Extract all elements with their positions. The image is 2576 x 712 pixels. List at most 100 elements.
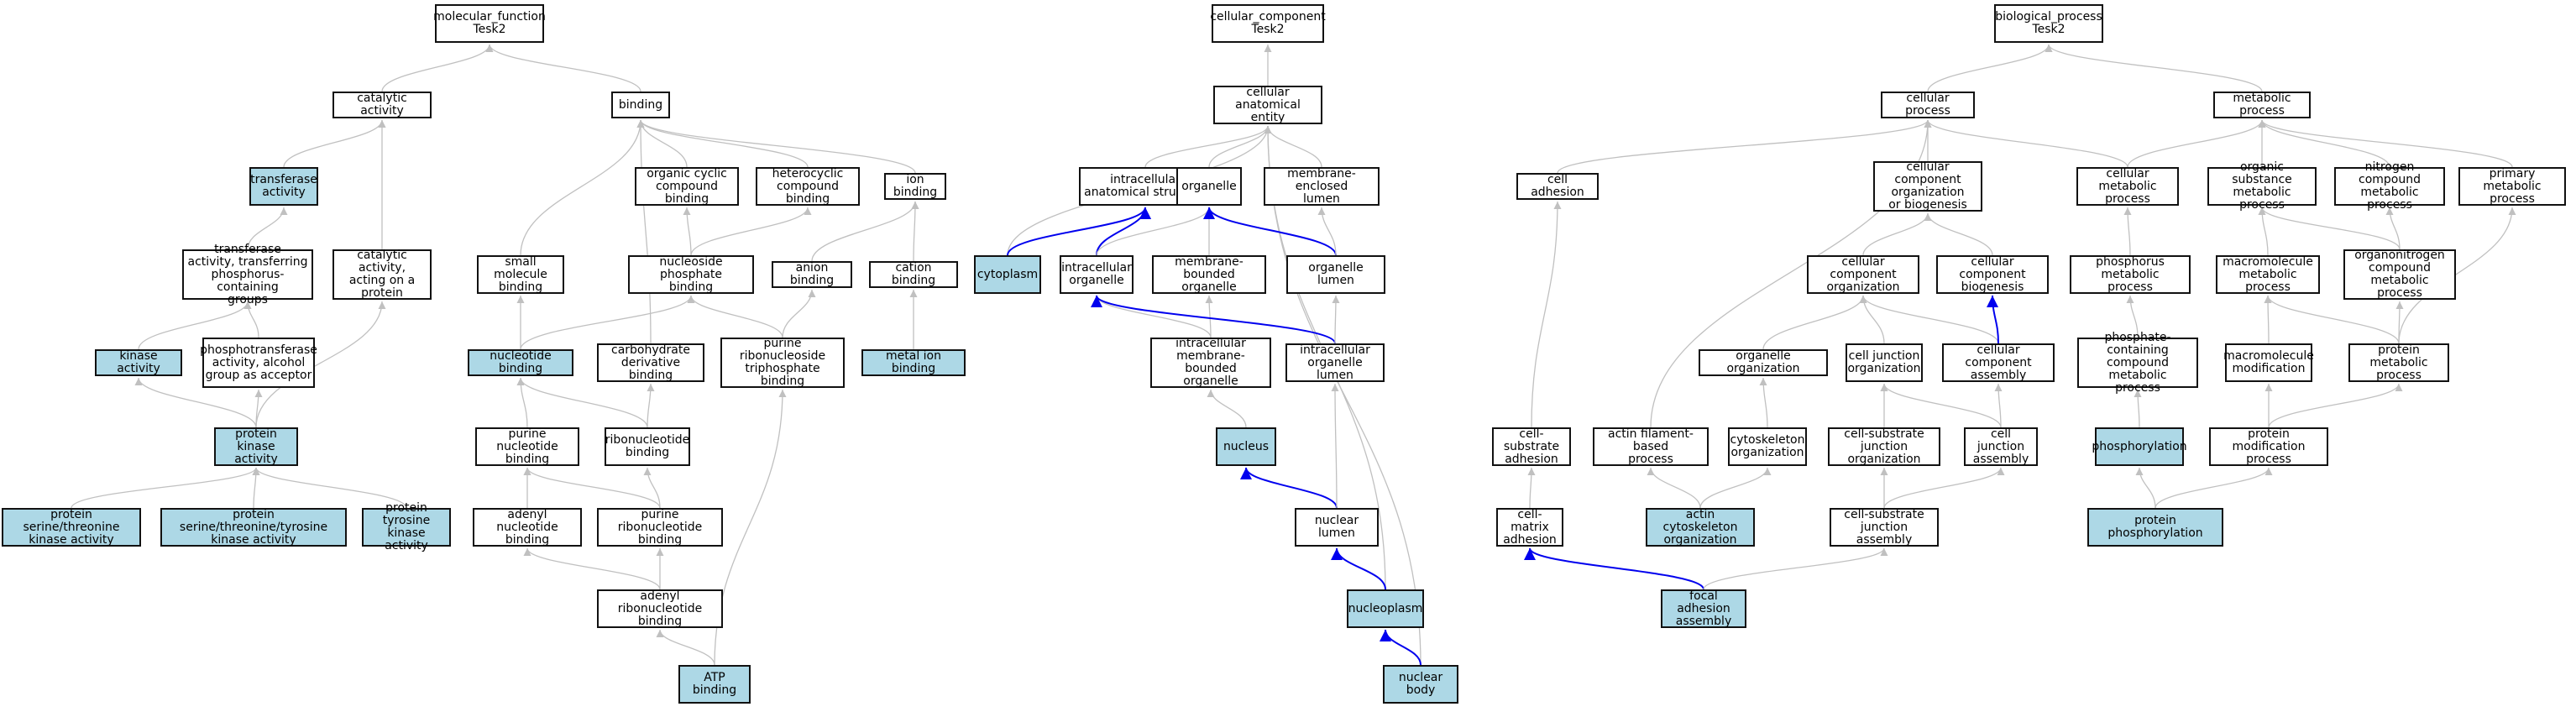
edge-protein_mod-to-protein_met: [2268, 383, 2403, 428]
go-term-node-phosphorylation: phosphorylation: [2092, 427, 2187, 466]
go-term-node-actin-cyto-org: actin cytoskeleton organization: [1646, 508, 1755, 547]
go-term-node-pst-kinase: protein serine/threonine kinase activity: [2, 508, 141, 547]
edge-pstt_kinase-to-protein_kinase: [252, 467, 260, 509]
edge-cell_matrix_adh-to-cell_substrate_adh: [1527, 467, 1536, 509]
go-term-node-cellular-process: cellular process: [1881, 92, 1975, 118]
go-term-node-ccob: cellular component organization or bioge…: [1873, 161, 1982, 212]
edge-macromolecule_mod-to-macromolecule_met: [2264, 295, 2272, 344]
go-term-node-transferase: transferase activity: [249, 167, 318, 206]
edge-phosphate_cont-to-phosphorus_met: [2126, 295, 2139, 338]
edge-cja-to-cell_junction_org: [1880, 383, 2002, 428]
edge-nuclear_body-to-nucleoplasm: [1380, 629, 1422, 666]
edge-macromolecule_met-to-organic_subst: [2258, 207, 2269, 256]
edge-focal_adhesion-to-cell_matrix_adh: [1524, 547, 1704, 590]
edge-intra_org-to-organelle: [1096, 207, 1213, 256]
go-term-node-carbohydrate: carbohydrate derivative binding: [597, 343, 704, 382]
go-term-node-cytoplasm: cytoplasm: [974, 255, 1041, 294]
go-term-node-catalytic: catalytic activity: [332, 92, 432, 118]
go-term-node-small-mol: small molecule binding: [477, 255, 564, 294]
edge-small_mol-to-binding: [520, 119, 645, 256]
go-term-node-nucleoplasm: nucleoplasm: [1347, 589, 1424, 628]
edge-protein_kinase-to-catalytic_protein: [255, 301, 386, 428]
edge-cell_adhesion-to-cellular_process: [1557, 119, 1932, 174]
go-term-node-kinase: kinase activity: [95, 349, 182, 376]
edge-protein_phos-to-protein_mod: [2155, 467, 2273, 509]
edge-cell_substrate_adh-to-cell_adhesion: [1531, 201, 1562, 428]
go-term-node-nucleotide: nucleotide binding: [468, 349, 573, 376]
go-term-node-macromolecule-mod: macromolecule modification: [2223, 343, 2314, 382]
edge-focal_adhesion-to-csja: [1703, 547, 1888, 590]
go-term-node-organelle: organelle: [1176, 167, 1242, 206]
edge-ribonuc-to-nucleotide: [516, 377, 648, 428]
go-term-node-membrane-lumen: membrane-enclosed lumen: [1264, 167, 1380, 206]
edge-phosphorylation-to-phosphate_cont: [2134, 389, 2142, 428]
go-term-node-phosphotransferase: phosphotransferase activity, alcohol gro…: [200, 338, 317, 388]
edge-pty_kinase-to-protein_kinase: [252, 467, 407, 509]
go-term-node-cca: cellular component assembly: [1942, 343, 2055, 382]
edge-adenyl_ribonuc-to-adenyl_nuc: [523, 547, 661, 590]
go-term-node-nuclear-body: nuclear body: [1383, 665, 1458, 704]
edge-cca-to-ccb: [1987, 295, 1999, 344]
edge-atp-to-purine_ribo_tp: [714, 389, 787, 666]
edge-purine_ribo_tp-to-anion: [782, 289, 816, 338]
go-term-node-ribonuc: ribonucleotide binding: [605, 427, 690, 466]
edge-nucleotide-to-nucleoside_p: [520, 295, 695, 350]
edge-ccb-to-ccob: [1924, 212, 1993, 256]
go-term-node-org-lumen: organelle lumen: [1286, 255, 1385, 294]
go-term-node-atp: ATP binding: [678, 665, 751, 704]
edge-nucleoplasm-to-nuclear_lumen: [1331, 547, 1386, 590]
edge-atp-to-adenyl_ribonuc: [656, 629, 715, 666]
edge-organelle_org-to-cco: [1762, 295, 1867, 350]
go-term-node-ion-binding: ion binding: [884, 173, 946, 200]
edge-metabolic_process-to-bp: [2045, 44, 2263, 92]
go-term-node-cell-adhesion: cell adhesion: [1516, 173, 1599, 200]
go-term-node-csjo: cell-substrate junction organization: [1828, 427, 1940, 466]
edge-cell_metabolic-to-cellular_process: [1924, 119, 2128, 168]
go-term-node-cco: cellular component organization: [1807, 255, 1919, 294]
edge-cell_junction_org-to-cco: [1859, 295, 1885, 344]
go-term-node-protein-kinase: protein kinase activity: [214, 427, 298, 466]
go-term-node-intra-org-lumen: intracellular organelle lumen: [1285, 343, 1385, 382]
edge-kinase-to-transferase_p: [138, 301, 252, 350]
edge-purine_ribo_tp-to-nucleoside_p: [687, 295, 783, 338]
go-term-node-macromolecule-met: macromolecule metabolic process: [2216, 255, 2320, 294]
edge-csja-to-cja: [1883, 467, 2005, 509]
edge-nucleoside_p-to-organic_cyclic: [683, 207, 692, 256]
edge-cca-to-cco: [1859, 295, 1999, 344]
go-term-node-bp: biological_process Tesk2: [1994, 4, 2103, 43]
go-term-node-protein-phos: protein phosphorylation: [2087, 508, 2223, 547]
go-term-node-adenyl-nuc: adenyl nucleotide binding: [473, 508, 582, 547]
go-term-node-ccb: cellular component biogenesis: [1936, 255, 2049, 294]
go-term-node-cc: cellular_component Tesk2: [1210, 4, 1326, 43]
edge-binding-to-mf: [485, 44, 641, 92]
edge-nucleus-to-intra_mb_org: [1207, 389, 1247, 428]
go-term-node-nucleus: nucleus: [1216, 427, 1276, 466]
go-term-node-cja: cell junction assembly: [1964, 427, 2038, 466]
edge-org_lumen-to-membrane_lumen: [1317, 207, 1337, 256]
edge-primary_metabolic-to-metabolic_process: [2258, 119, 2513, 168]
go-term-node-cell-junction-org: cell junction organization: [1846, 343, 1923, 382]
edge-actin_cyto_org-to-actin_fil: [1647, 467, 1701, 509]
edge-purine_ribonuc-to-ribonuc: [643, 467, 661, 509]
edge-pst_kinase-to-protein_kinase: [71, 467, 260, 509]
edge-nuclear_lumen-to-nucleus: [1240, 467, 1338, 509]
go-term-node-cell-substrate-adh: cell-substrate adhesion: [1492, 427, 1571, 466]
go-term-node-heterocyclic: heterocyclic compound binding: [756, 167, 860, 206]
edge-organelle-to-cae: [1208, 125, 1272, 168]
go-term-node-pstt-kinase: protein serine/threonine/tyrosine kinase…: [160, 508, 347, 547]
go-term-node-metal-ion: metal ion binding: [861, 349, 966, 376]
edge-nuclear_body-to-cae: [1264, 125, 1422, 666]
go-term-node-adenyl-ribonuc: adenyl ribonucleotide binding: [597, 589, 723, 628]
go-term-node-organonitrogen: organonitrogen compound metabolic proces…: [2343, 249, 2456, 300]
go-term-node-organic-subst: organic substance metabolic process: [2207, 161, 2317, 212]
go-term-node-nucleoside-p: nucleoside phosphate binding: [628, 255, 754, 294]
go-term-node-phosphorus-met: phosphorus metabolic process: [2070, 255, 2191, 294]
edge-intra_org_lumen-to-intra_org: [1091, 295, 1336, 344]
edge-actin_cyto_org-to-cytoskeleton_org: [1699, 467, 1772, 509]
go-term-node-protein-met: protein metabolic process: [2348, 343, 2449, 382]
edge-ribonuc-to-carbohydrate: [647, 383, 655, 428]
go-term-node-metabolic-process: metabolic process: [2213, 92, 2311, 118]
edge-organonitrogen-to-nitrogen_comp: [2385, 207, 2401, 250]
edge-nuclear_lumen-to-intra_org_lumen: [1331, 383, 1339, 509]
edge-phosphorus_met-to-cell_metabolic: [2123, 207, 2132, 256]
